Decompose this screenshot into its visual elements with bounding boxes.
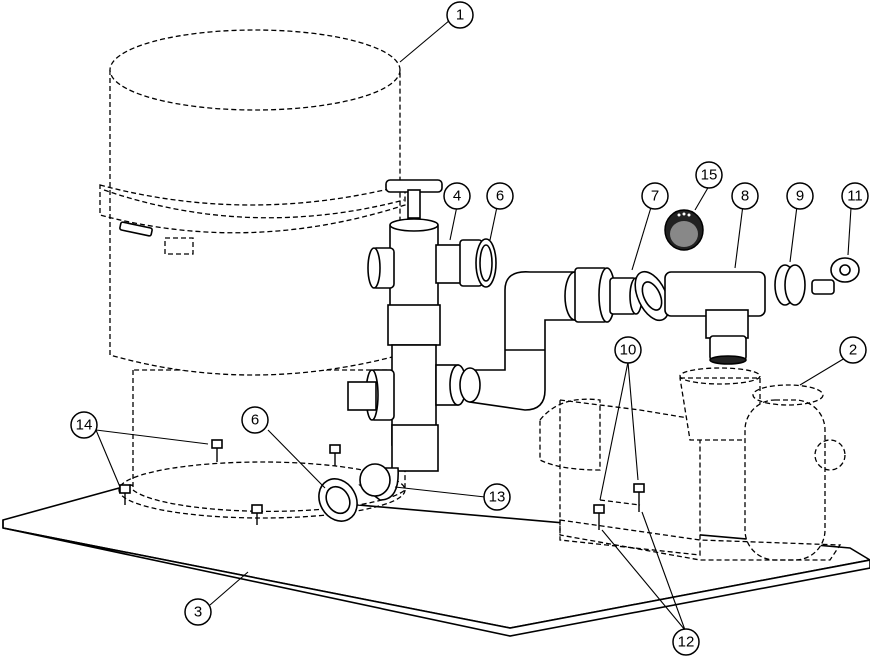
coupling-fitting bbox=[774, 264, 806, 306]
union-fitting bbox=[574, 267, 643, 323]
hose-valve bbox=[811, 257, 860, 295]
mounting-screws bbox=[119, 439, 645, 530]
svg-text:11: 11 bbox=[847, 188, 863, 205]
callout-9: 9 bbox=[786, 182, 814, 210]
pump bbox=[539, 367, 846, 561]
svg-text:9: 9 bbox=[796, 188, 804, 205]
callout-12: 12 bbox=[672, 628, 700, 656]
filter-tank bbox=[99, 29, 406, 519]
tee-fitting bbox=[634, 270, 766, 365]
svg-text:8: 8 bbox=[741, 188, 749, 205]
svg-text:10: 10 bbox=[620, 342, 637, 359]
base-board bbox=[2, 484, 870, 637]
screw bbox=[211, 439, 223, 462]
callout-2: 2 bbox=[839, 336, 867, 364]
callout-14: 14 bbox=[70, 411, 98, 439]
svg-text:12: 12 bbox=[678, 634, 695, 651]
screw bbox=[593, 504, 605, 530]
screw bbox=[119, 484, 131, 505]
svg-text:6: 6 bbox=[251, 412, 259, 429]
svg-text:13: 13 bbox=[489, 489, 506, 506]
svg-text:6: 6 bbox=[496, 188, 504, 205]
valve-assembly bbox=[347, 179, 497, 501]
screw bbox=[251, 504, 263, 525]
svg-text:2: 2 bbox=[849, 342, 857, 359]
callout-15: 15 bbox=[695, 161, 723, 189]
screw bbox=[329, 444, 341, 466]
leader-lines bbox=[95, 19, 852, 631]
callout-11: 11 bbox=[841, 182, 869, 210]
callout-6-lower: 6 bbox=[241, 406, 269, 434]
callout-8: 8 bbox=[731, 182, 759, 210]
callout-7: 7 bbox=[641, 182, 669, 210]
screw bbox=[633, 483, 645, 512]
svg-text:1: 1 bbox=[456, 7, 464, 24]
callout-6-upper: 6 bbox=[486, 182, 514, 210]
callout-1: 1 bbox=[446, 1, 474, 29]
callout-4: 4 bbox=[443, 182, 471, 210]
callout-13: 13 bbox=[483, 483, 511, 511]
svg-text:4: 4 bbox=[453, 188, 461, 205]
pressure-gauge bbox=[664, 209, 704, 251]
svg-text:14: 14 bbox=[76, 417, 93, 434]
svg-text:7: 7 bbox=[651, 188, 659, 205]
svg-text:3: 3 bbox=[194, 604, 202, 621]
pipe-run bbox=[459, 271, 586, 411]
svg-text:15: 15 bbox=[701, 167, 718, 184]
adapter-fitting-lower bbox=[318, 463, 391, 522]
callout-3: 3 bbox=[184, 598, 212, 626]
callout-10: 10 bbox=[614, 336, 642, 364]
